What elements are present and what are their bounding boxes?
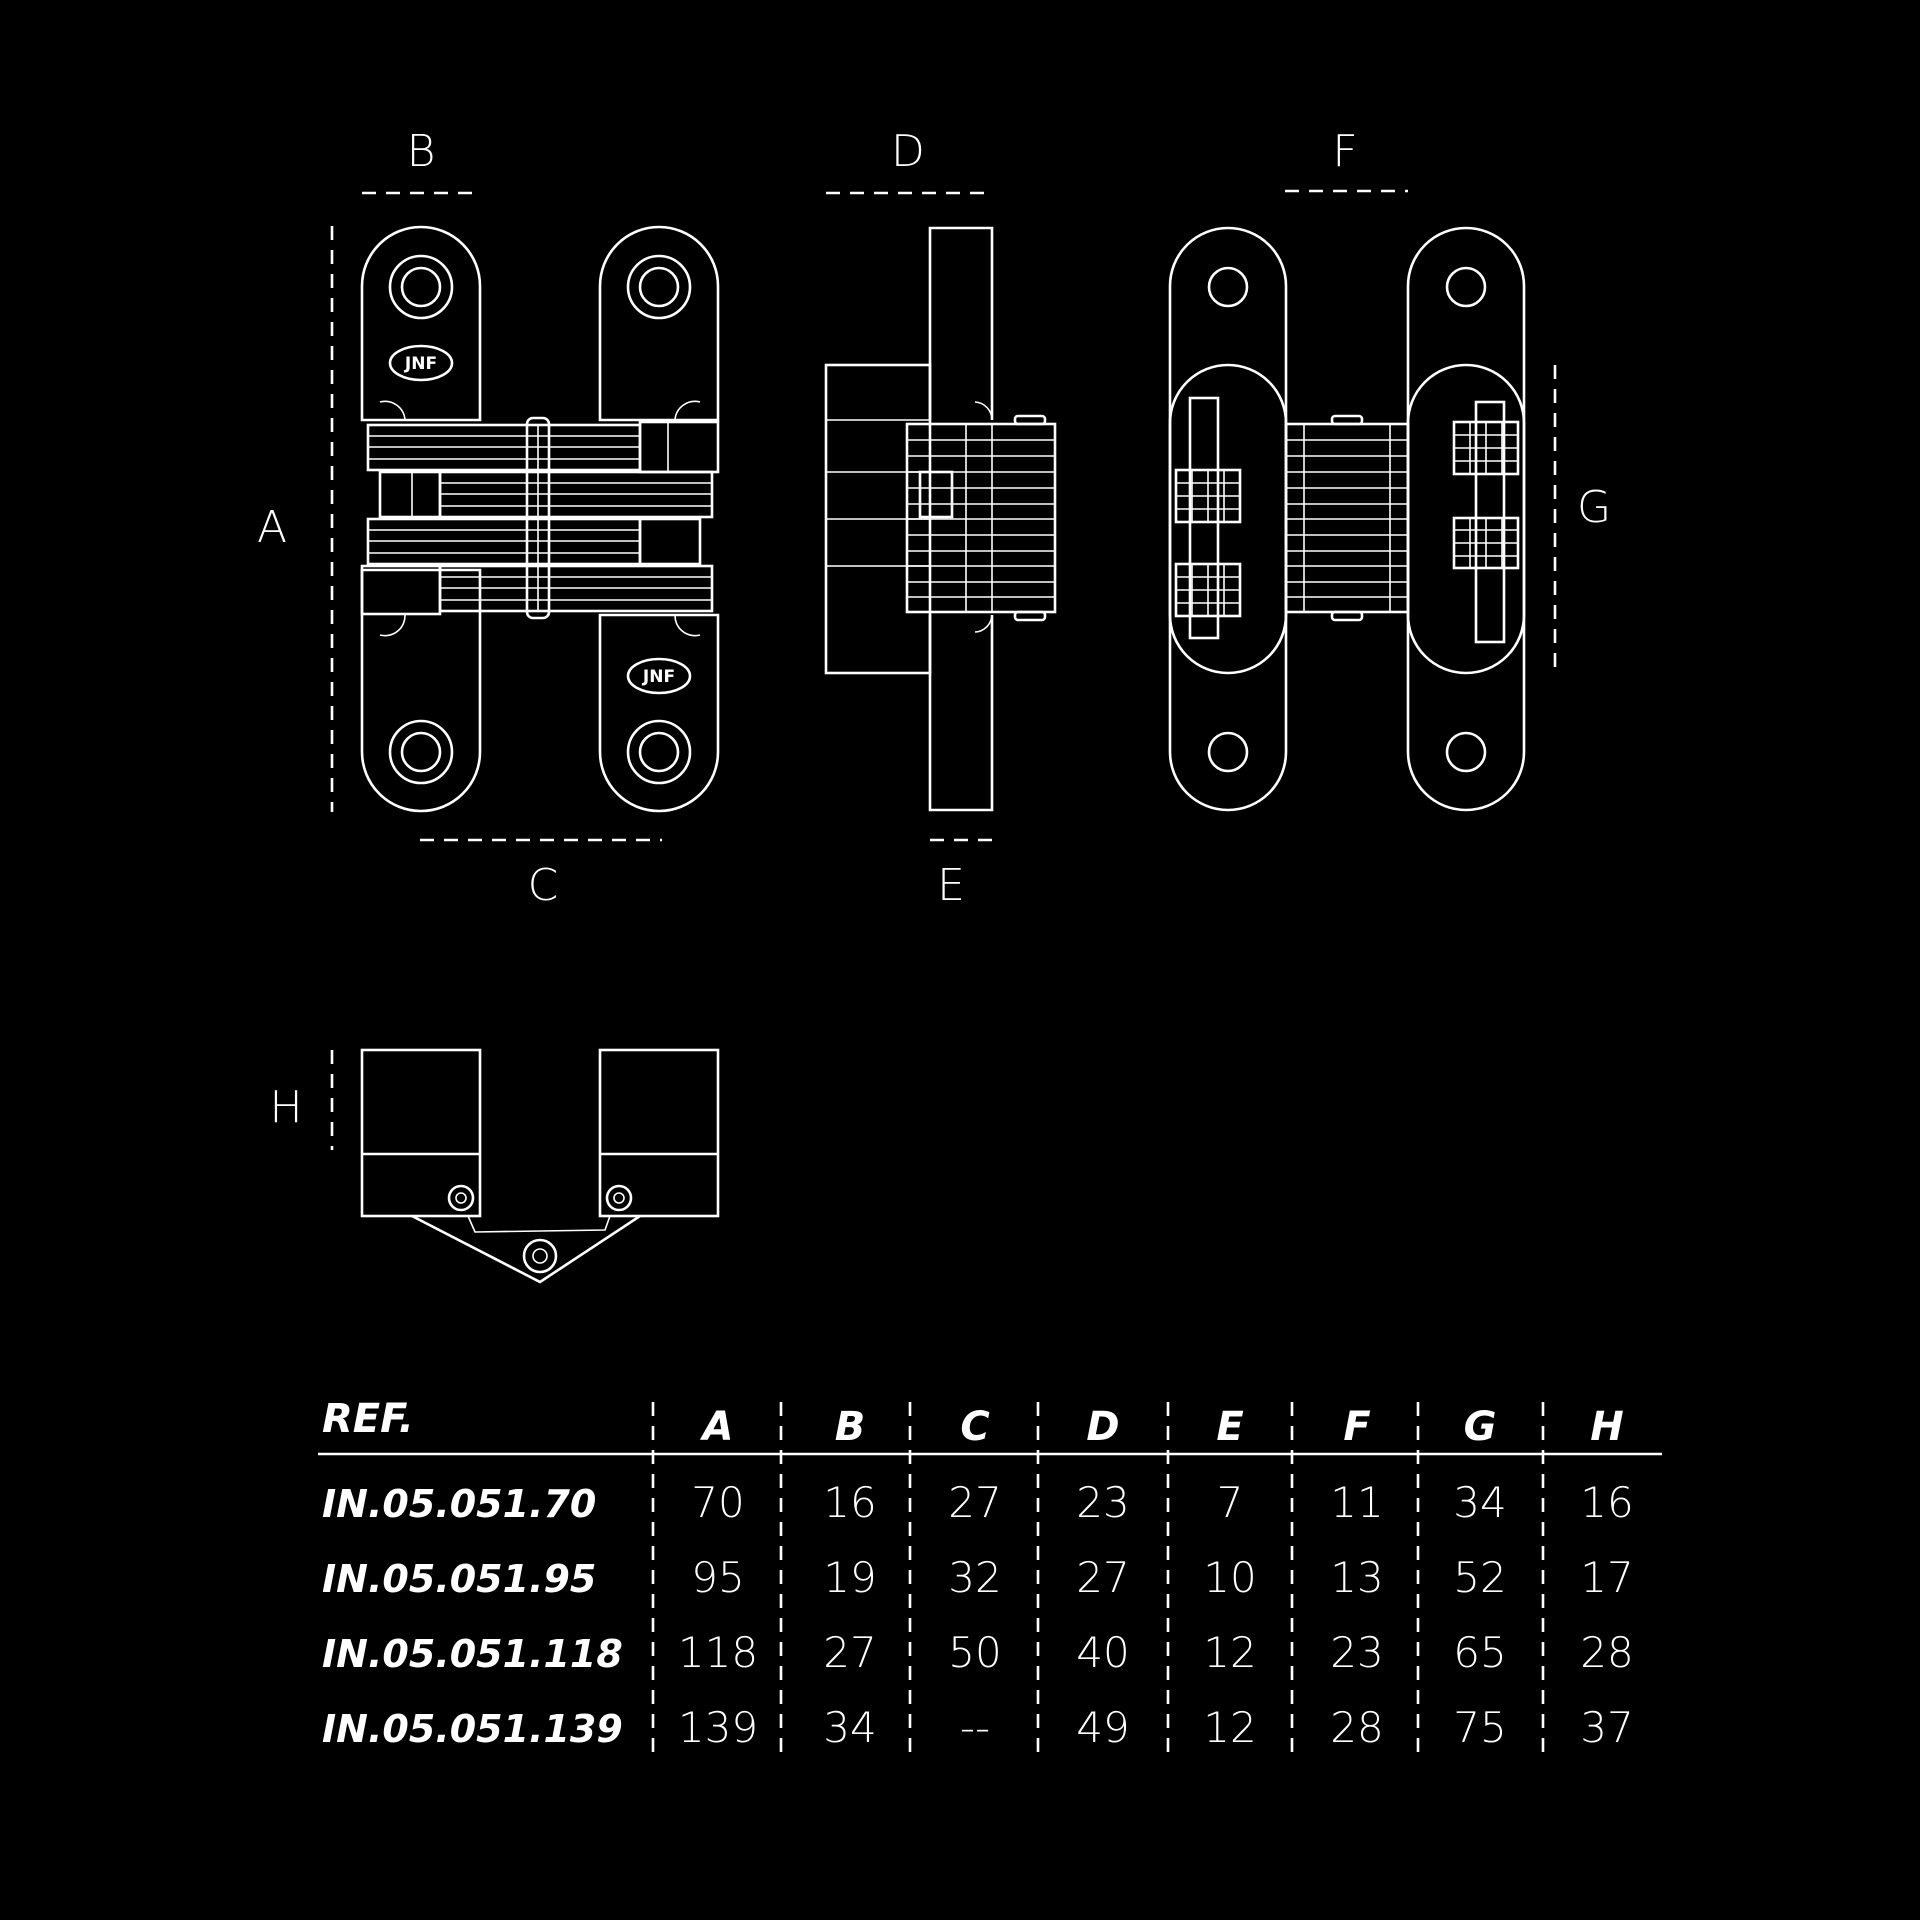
table-cell-value: 27 xyxy=(1076,1553,1129,1602)
label-d: D xyxy=(891,126,925,177)
table-cell-ref: IN.05.051.95 xyxy=(322,1557,596,1601)
table-cell-value: 40 xyxy=(1076,1628,1129,1677)
back-view xyxy=(1168,189,1557,812)
front-view xyxy=(330,191,720,842)
table-cell-ref: IN.05.051.139 xyxy=(322,1707,623,1751)
table-cell-value: -- xyxy=(960,1703,990,1752)
label-b: B xyxy=(407,126,436,177)
table-header-e: E xyxy=(1216,1404,1243,1450)
table-cell-value: 19 xyxy=(823,1553,876,1602)
logo-badge-bottom xyxy=(626,657,692,695)
table-cell-value: 27 xyxy=(948,1478,1001,1527)
top-block-right xyxy=(598,1048,720,1218)
table-cell-value: 52 xyxy=(1453,1553,1506,1602)
table-cell-value: 28 xyxy=(1330,1703,1383,1752)
table-cell-value: 23 xyxy=(1076,1478,1129,1527)
back-plate-right xyxy=(1406,226,1526,812)
table-header-ref: REF. xyxy=(322,1396,414,1442)
hinge-arms xyxy=(360,416,720,620)
table-cell-value: 12 xyxy=(1203,1628,1256,1677)
logo-text-bottom: JNF xyxy=(642,667,675,687)
table-cell-value: 95 xyxy=(691,1553,744,1602)
table-cell-value: 10 xyxy=(1203,1553,1256,1602)
table-header-a: A xyxy=(700,1404,734,1450)
table-cell-value: 12 xyxy=(1203,1703,1256,1752)
label-c: C xyxy=(528,860,559,911)
plate-bottom-left xyxy=(360,568,482,813)
table-cell-value: 13 xyxy=(1330,1553,1383,1602)
table-cell-value: 50 xyxy=(948,1628,1001,1677)
table-cell-value: 139 xyxy=(678,1703,758,1752)
label-g: G xyxy=(1577,482,1611,533)
table-header-g: G xyxy=(1464,1404,1497,1450)
table-cell-ref: IN.05.051.70 xyxy=(322,1482,596,1526)
table-cell-value: 34 xyxy=(1453,1478,1506,1527)
plate-top-right xyxy=(598,225,720,422)
plate-top-left xyxy=(360,225,482,422)
table-cell-value: 75 xyxy=(1453,1703,1506,1752)
table-cell-value: 7 xyxy=(1217,1478,1244,1527)
table-cell-value: 17 xyxy=(1580,1553,1633,1602)
table-cell-value: 16 xyxy=(823,1478,876,1527)
back-plate-left xyxy=(1168,226,1288,812)
plate-bottom-right xyxy=(598,613,720,813)
table-header-f: F xyxy=(1343,1404,1370,1450)
side-plate-bottom xyxy=(928,615,994,812)
table-header-b: B xyxy=(835,1404,866,1450)
table-header-d: D xyxy=(1086,1404,1119,1450)
top-view xyxy=(330,1048,720,1284)
label-e: E xyxy=(937,860,965,911)
table-cell-value: 27 xyxy=(823,1628,876,1677)
table-header-c: C xyxy=(960,1404,989,1450)
table-cell-value: 23 xyxy=(1330,1628,1383,1677)
table-cell-value: 28 xyxy=(1580,1628,1633,1677)
table-cell-ref: IN.05.051.118 xyxy=(322,1632,623,1676)
label-h: H xyxy=(269,1082,302,1133)
side-arm-stack xyxy=(905,422,1057,614)
top-block-left xyxy=(360,1048,482,1218)
side-view xyxy=(824,191,1057,842)
table-cell-value: 118 xyxy=(678,1628,758,1677)
label-a: A xyxy=(257,502,287,553)
logo-badge-top xyxy=(388,344,454,382)
table-cell-value: 37 xyxy=(1580,1703,1633,1752)
table-cell-value: 65 xyxy=(1453,1628,1506,1677)
top-arm-v xyxy=(411,1214,641,1284)
table-cell-value: 11 xyxy=(1330,1478,1383,1527)
logo-text-top: JNF xyxy=(404,354,437,374)
table-cell-value: 70 xyxy=(691,1478,744,1527)
table-cell-value: 16 xyxy=(1580,1478,1633,1527)
table-cell-value: 32 xyxy=(948,1553,1001,1602)
table-cell-value: 49 xyxy=(1076,1703,1129,1752)
table-header-h: H xyxy=(1590,1404,1623,1450)
dimension-table: REF. A B C D E F G H IN.05.051.70 70 16 27 23 7 11 34 16I… xyxy=(318,1396,1662,1762)
table-cell-value: 34 xyxy=(823,1703,876,1752)
side-plate-top xyxy=(928,226,994,420)
label-f: F xyxy=(1332,126,1357,177)
